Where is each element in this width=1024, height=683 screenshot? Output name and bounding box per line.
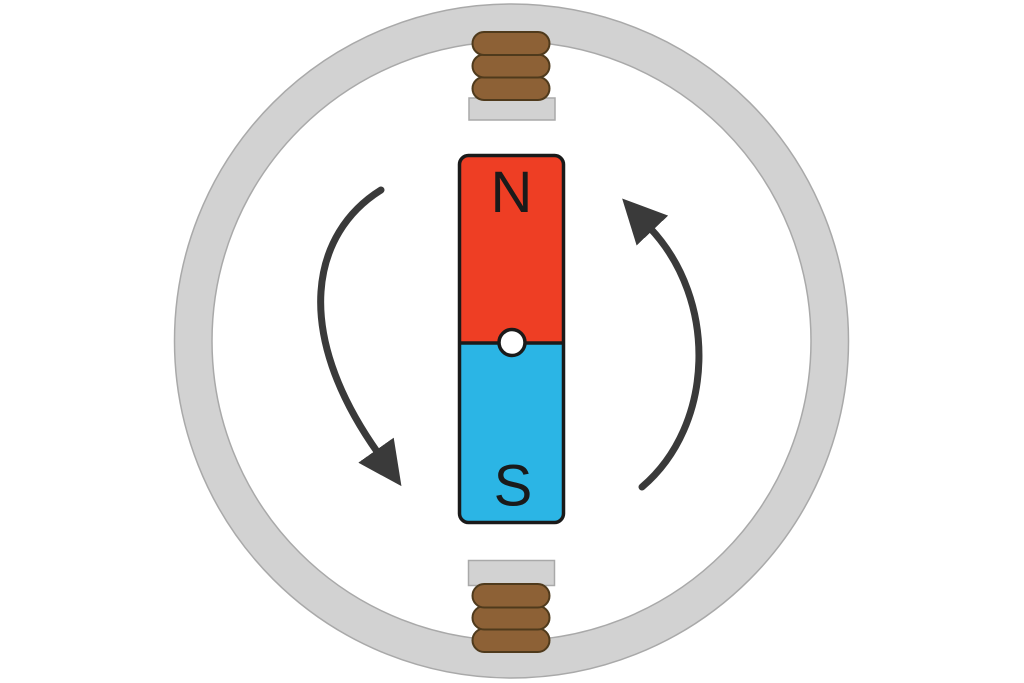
- top-coil-winding: [471, 76, 551, 101]
- top-coil-winding: [471, 53, 551, 79]
- magnet-south-half: [459, 343, 564, 523]
- magnet-outline: [457, 153, 566, 525]
- bottom-electromagnet: [467, 559, 556, 653]
- bottom-coil-winding: [471, 583, 551, 609]
- bottom-coil-winding: [471, 627, 551, 653]
- rotation-arrow-right: [622, 198, 703, 491]
- bar-magnet-rotor: N S: [457, 153, 566, 525]
- top-electromagnet: [468, 31, 556, 121]
- top-coil-winding: [471, 31, 551, 56]
- bottom-pole-piece: [467, 559, 556, 587]
- rotation-arrow-left: [317, 186, 402, 487]
- pivot-dot: [497, 327, 527, 358]
- south-pole-label: S: [494, 454, 533, 519]
- top-pole-piece: [468, 97, 556, 121]
- bottom-coil-winding: [471, 605, 551, 631]
- rotation-arrows: [317, 186, 703, 491]
- north-pole-label: N: [491, 160, 533, 225]
